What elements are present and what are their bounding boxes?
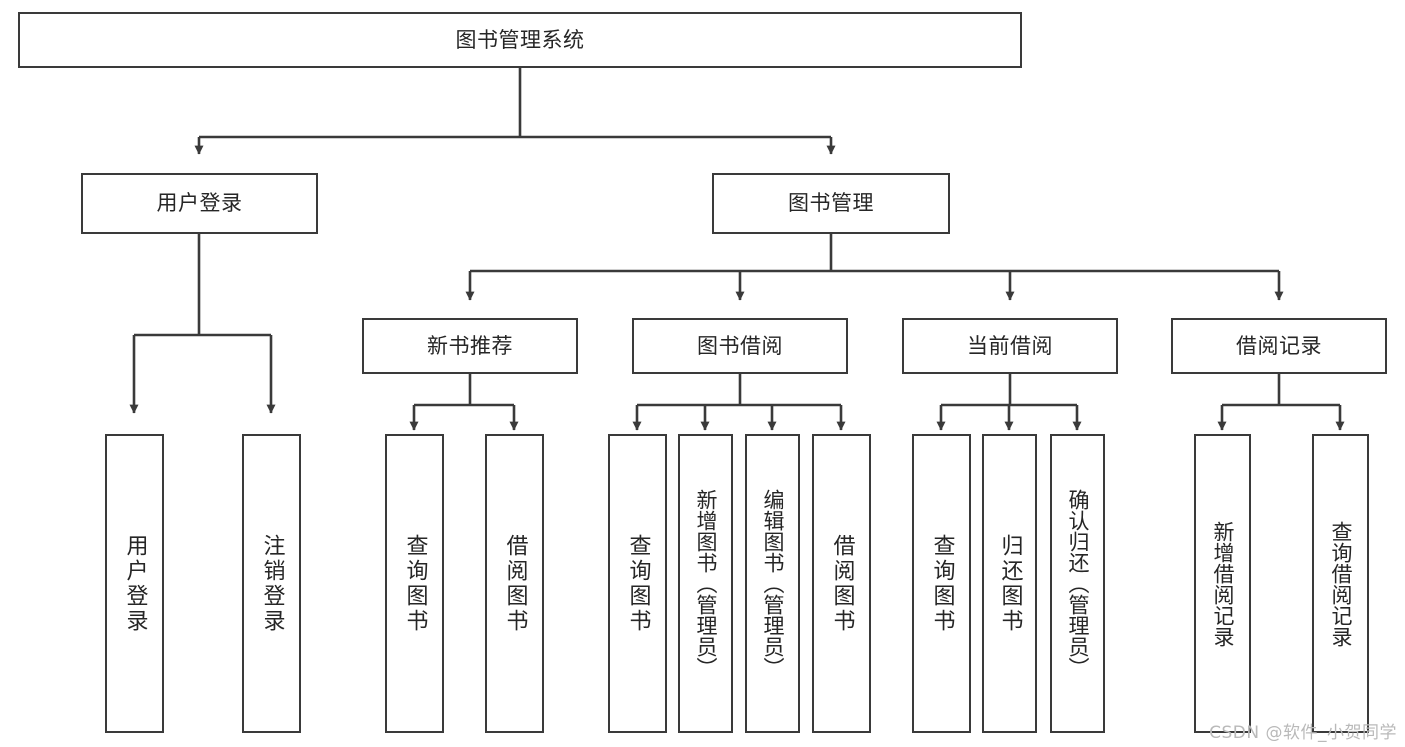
node-leaf-edit-book[interactable]: 编辑图书（管理员）: [745, 434, 800, 733]
node-leaf-add-book[interactable]: 新增图书（管理员）: [678, 434, 733, 733]
node-leaf-add-book-label: 新增图书（管理员）: [694, 489, 718, 678]
node-leaf-borrow-book[interactable]: 借阅图书: [812, 434, 871, 733]
node-leaf-borrow-book-recommend-label: 借阅图书: [502, 533, 528, 634]
node-leaf-user-login[interactable]: 用户登录: [105, 434, 164, 733]
node-user-login-label: 用户登录: [156, 191, 243, 216]
node-leaf-logout-label: 注销登录: [259, 533, 285, 634]
node-book-manage-label: 图书管理: [788, 191, 874, 216]
node-root-system[interactable]: 图书管理系统: [18, 12, 1022, 68]
node-leaf-logout[interactable]: 注销登录: [242, 434, 301, 733]
node-leaf-query-book-recommend[interactable]: 查询图书: [385, 434, 444, 733]
node-leaf-return-book-label: 归还图书: [997, 533, 1023, 634]
node-new-book-recommend[interactable]: 新书推荐: [362, 318, 578, 374]
node-new-book-recommend-label: 新书推荐: [427, 333, 513, 358]
node-leaf-query-borrow-record[interactable]: 查询借阅记录: [1312, 434, 1369, 733]
node-leaf-borrow-book-recommend[interactable]: 借阅图书: [485, 434, 544, 733]
node-leaf-query-book-recommend-label: 查询图书: [402, 533, 428, 634]
node-leaf-add-borrow-record[interactable]: 新增借阅记录: [1194, 434, 1251, 733]
node-leaf-query-book-current-label: 查询图书: [929, 533, 955, 634]
node-leaf-query-book-borrow-label: 查询图书: [625, 533, 651, 634]
node-leaf-user-login-label: 用户登录: [122, 533, 148, 634]
node-current-borrow[interactable]: 当前借阅: [902, 318, 1118, 374]
node-current-borrow-label: 当前借阅: [967, 333, 1053, 358]
node-leaf-edit-book-label: 编辑图书（管理员）: [761, 489, 785, 678]
csdn-watermark: CSDN @软件_小贺同学: [1209, 723, 1397, 743]
node-user-login[interactable]: 用户登录: [81, 173, 318, 234]
node-book-borrow-label: 图书借阅: [697, 333, 783, 358]
node-book-manage[interactable]: 图书管理: [712, 173, 950, 234]
node-book-borrow[interactable]: 图书借阅: [632, 318, 848, 374]
node-leaf-return-book[interactable]: 归还图书: [982, 434, 1037, 733]
node-borrow-record-label: 借阅记录: [1236, 333, 1322, 358]
node-leaf-confirm-return[interactable]: 确认归还（管理员）: [1050, 434, 1105, 733]
node-leaf-add-borrow-record-label: 新增借阅记录: [1211, 520, 1235, 647]
node-leaf-query-book-current[interactable]: 查询图书: [912, 434, 971, 733]
node-leaf-borrow-book-label: 借阅图书: [829, 533, 855, 634]
node-borrow-record[interactable]: 借阅记录: [1171, 318, 1387, 374]
node-root-system-label: 图书管理系统: [455, 27, 585, 52]
node-leaf-query-book-borrow[interactable]: 查询图书: [608, 434, 667, 733]
node-leaf-query-borrow-record-label: 查询借阅记录: [1329, 520, 1353, 647]
node-leaf-confirm-return-label: 确认归还（管理员）: [1066, 489, 1090, 678]
